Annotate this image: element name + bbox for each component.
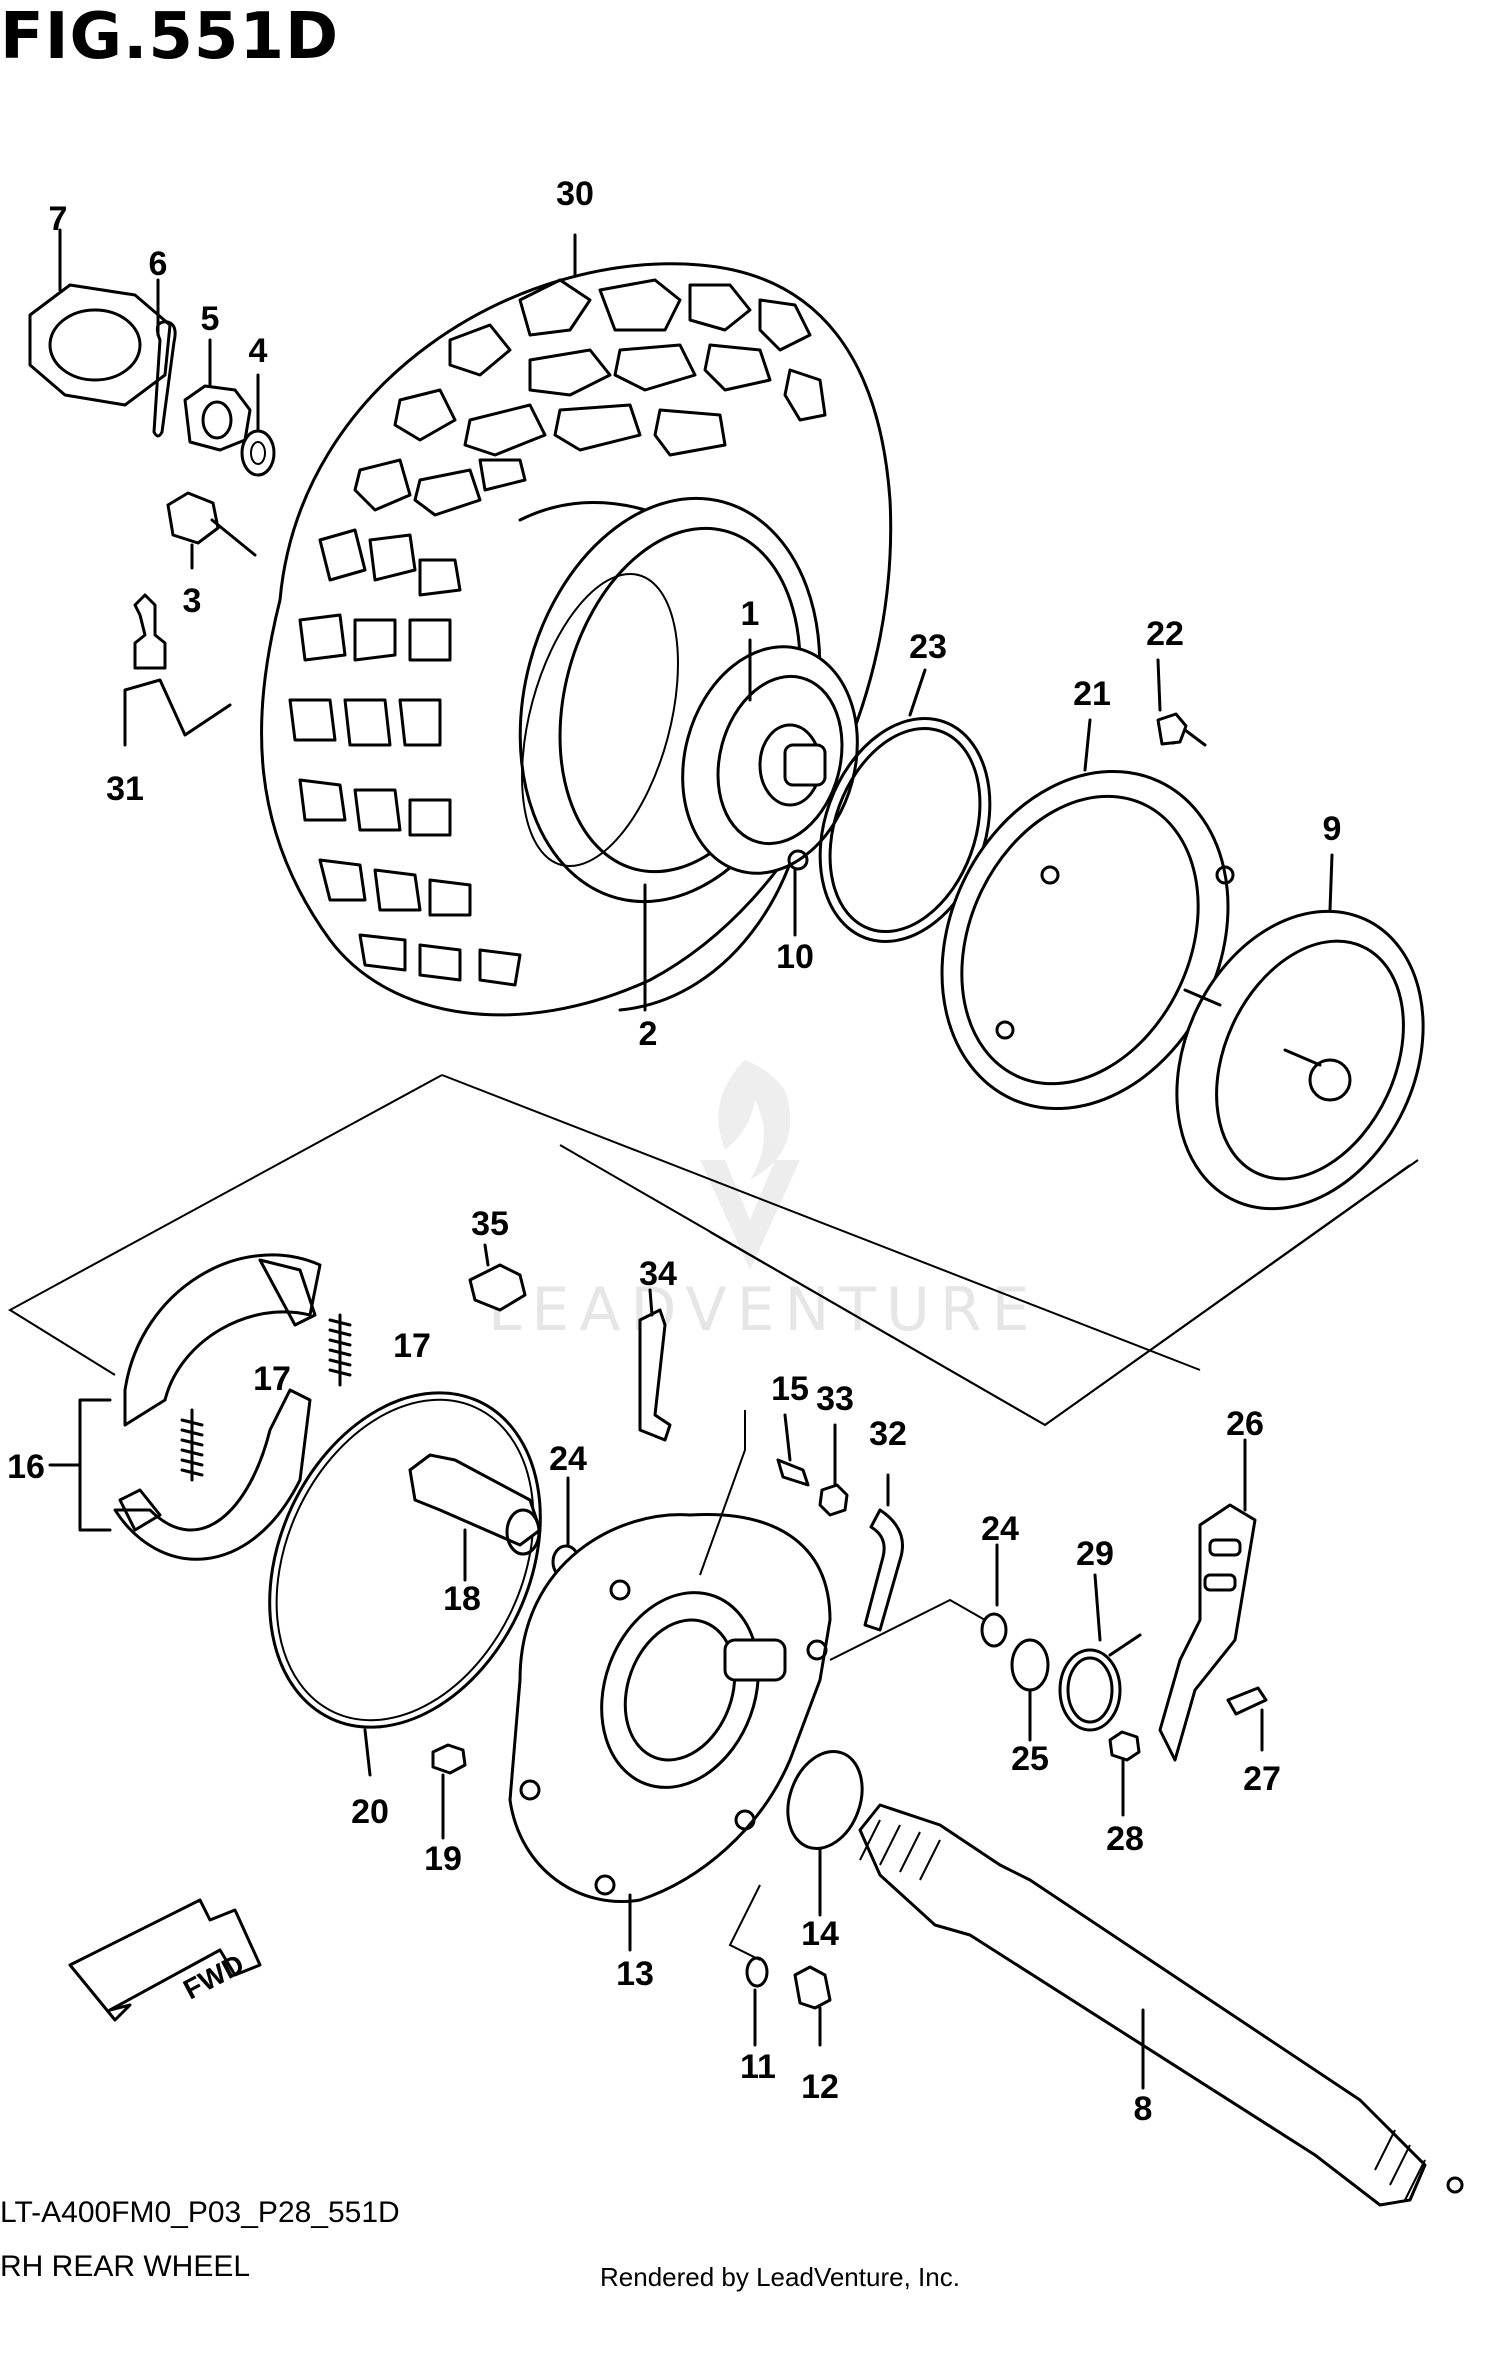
leader-lines-upper	[58, 228, 1334, 1012]
drawing-code: LT-A400FM0_P03_P28_551D	[0, 2196, 400, 2229]
callout-6: 6	[149, 245, 168, 283]
callout-32: 32	[869, 1415, 907, 1453]
callout-24: 24	[549, 1440, 587, 1478]
brake-arm-26	[1158, 1503, 1257, 1762]
callout-27: 27	[1243, 1760, 1281, 1798]
spring-29	[1058, 1633, 1142, 1732]
callout-24: 24	[981, 1510, 1019, 1548]
clamp-33	[818, 1483, 849, 1517]
callout-30: 30	[556, 175, 594, 213]
drawing-name: RH REAR WHEEL	[0, 2250, 251, 2283]
washer-11	[745, 1956, 769, 1988]
render-credit: Rendered by LeadVenture, Inc.	[600, 2262, 960, 2292]
wheel-hub	[681, 645, 859, 875]
callout-20: 20	[351, 1793, 389, 1831]
callout-1: 1	[741, 595, 760, 633]
callout-28: 28	[1106, 1820, 1144, 1858]
bracket-16	[78, 1398, 112, 1532]
bolt-12	[793, 1965, 832, 2010]
o-ring-20	[268, 1391, 542, 1729]
callout-9: 9	[1323, 810, 1342, 848]
callout-33: 33	[816, 1380, 854, 1418]
callout-34: 34	[639, 1255, 677, 1293]
rear-axle-8	[858, 1803, 1464, 2207]
callout-35: 35	[471, 1205, 509, 1243]
fwd-arrow-icon	[68, 1898, 262, 2022]
callout-26: 26	[1226, 1405, 1264, 1443]
o-ring-24-right	[980, 1612, 1008, 1648]
callout-4: 4	[249, 332, 268, 370]
callout-29: 29	[1076, 1535, 1114, 1573]
brake-drum	[1175, 909, 1425, 1211]
callout-31: 31	[106, 770, 144, 808]
bolt-27	[1226, 1686, 1268, 1716]
wheel-nut-3	[166, 491, 220, 545]
watermark-logo	[700, 1060, 800, 1270]
callout-7: 7	[49, 200, 68, 238]
nut-cover-7	[28, 283, 172, 407]
callout-22: 22	[1146, 615, 1184, 653]
callout-15: 15	[771, 1370, 809, 1408]
callout-18: 18	[443, 1580, 481, 1618]
brake-springs-17	[180, 1313, 352, 1482]
brake-cam-18	[408, 1453, 542, 1556]
valve-31	[133, 593, 167, 670]
brake-shoe-lower	[113, 1388, 312, 1561]
callout-10: 10	[776, 938, 814, 976]
brake-shoe-upper	[123, 1253, 322, 1427]
callout-16: 16	[7, 1448, 45, 1486]
figure-title: FIG.551D	[0, 0, 340, 74]
callout-11: 11	[740, 2048, 776, 2086]
callout-13: 13	[616, 1955, 654, 1993]
seal-25	[1010, 1638, 1050, 1692]
bolt-22	[1156, 712, 1207, 747]
brake-drum-cover	[940, 725, 1235, 1111]
callout-25: 25	[1011, 1740, 1049, 1778]
callout-19: 19	[424, 1840, 462, 1878]
hose-32	[863, 1508, 904, 1632]
callout-14: 14	[801, 1915, 839, 1953]
callout-5: 5	[201, 300, 220, 338]
callout-8: 8	[1134, 2090, 1153, 2128]
nut-28	[1108, 1730, 1141, 1762]
lever-34	[638, 1308, 672, 1442]
callout-3: 3	[183, 582, 202, 620]
watermark-text: LEADVENTURE	[488, 1275, 1040, 1345]
bolt-19	[431, 1743, 467, 1775]
washer-4	[240, 429, 276, 477]
pin-15	[776, 1458, 810, 1487]
callout-17: 17	[393, 1327, 431, 1365]
callout-23: 23	[909, 628, 947, 666]
brake-panel-13	[508, 1512, 832, 1903]
callout-21: 21	[1073, 675, 1111, 713]
castle-nut-5	[183, 384, 252, 452]
circlip-14	[786, 1750, 864, 1850]
callout-12: 12	[801, 2068, 839, 2106]
callout-2: 2	[639, 1015, 658, 1053]
clip-35	[468, 1263, 527, 1312]
callout-17: 17	[253, 1360, 291, 1398]
